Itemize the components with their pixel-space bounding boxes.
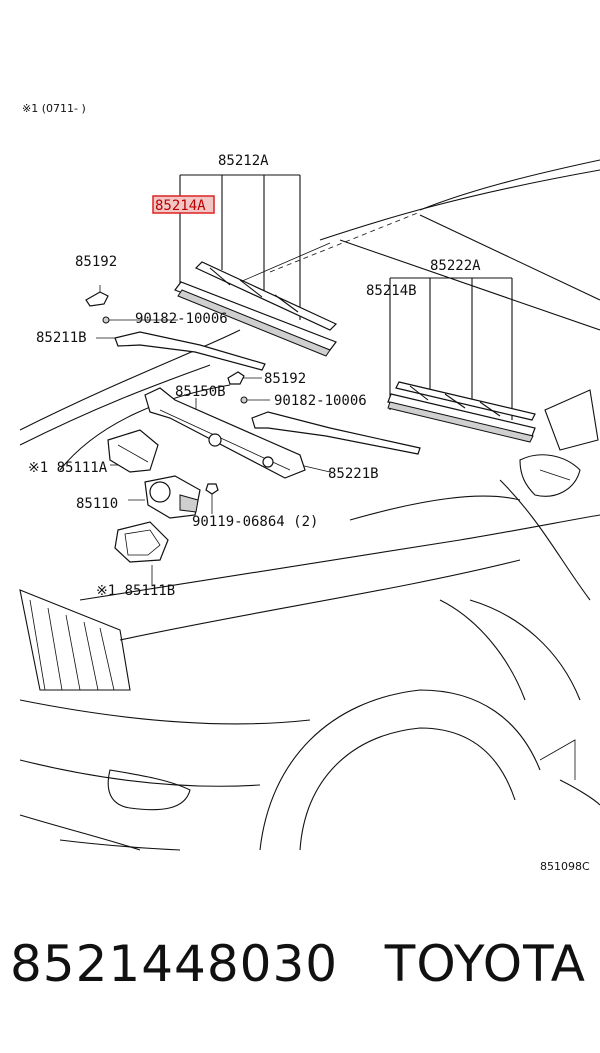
wiper-motor xyxy=(144,475,201,519)
diagram-drawing: ※1 (0711- ) 85212A 85214A 85192 90182-10… xyxy=(19,102,600,873)
pivot-cap-left xyxy=(85,291,109,307)
nut-right xyxy=(240,396,248,404)
label-85211B: 85211B xyxy=(36,330,87,346)
wiper-link-assembly xyxy=(144,387,306,479)
label-90119: 90119-06864 (2) xyxy=(192,514,318,530)
parts xyxy=(85,261,536,563)
label-85192-mid: 85192 xyxy=(264,371,306,387)
vehicle-outline xyxy=(19,159,600,851)
label-85221B: 85221B xyxy=(328,466,379,482)
label-90182-top: 90182-10006 xyxy=(135,311,228,327)
label-85110: 85110 xyxy=(76,496,118,512)
label-90182-right: 90182-10006 xyxy=(274,393,367,409)
nut-top xyxy=(102,316,110,324)
label-85111B: ※1 85111B xyxy=(96,583,175,599)
part-number: 8521448030 xyxy=(10,935,339,993)
label-85111A: ※1 85111A xyxy=(28,460,108,476)
label-85212A: 85212A xyxy=(218,153,269,169)
passenger-wiper-arm xyxy=(251,411,421,455)
label-85214B: 85214B xyxy=(366,283,417,299)
label-85150B: 85150B xyxy=(175,384,226,400)
driver-wiper-arm xyxy=(114,331,266,371)
footer: 8521448030 TOYOTA xyxy=(0,935,600,1015)
brand-name: TOYOTA xyxy=(384,935,586,993)
label-85192-top: 85192 xyxy=(75,254,117,270)
label-85214A: 85214A xyxy=(155,198,206,214)
driver-wiper-blade xyxy=(174,261,338,357)
diagram-code: 851098C xyxy=(540,860,590,873)
passenger-wiper-blade xyxy=(387,381,536,443)
pivot-cap-right xyxy=(227,371,245,385)
diagram-labels: ※1 (0711- ) 85212A 85214A 85192 90182-10… xyxy=(22,102,590,873)
applicability-note: ※1 (0711- ) xyxy=(22,102,86,115)
label-85222A: 85222A xyxy=(430,258,481,274)
motor-cover-upper xyxy=(107,429,159,473)
bolt xyxy=(205,483,219,495)
motor-cover-gasket xyxy=(114,521,169,563)
highlight-box xyxy=(152,195,215,214)
